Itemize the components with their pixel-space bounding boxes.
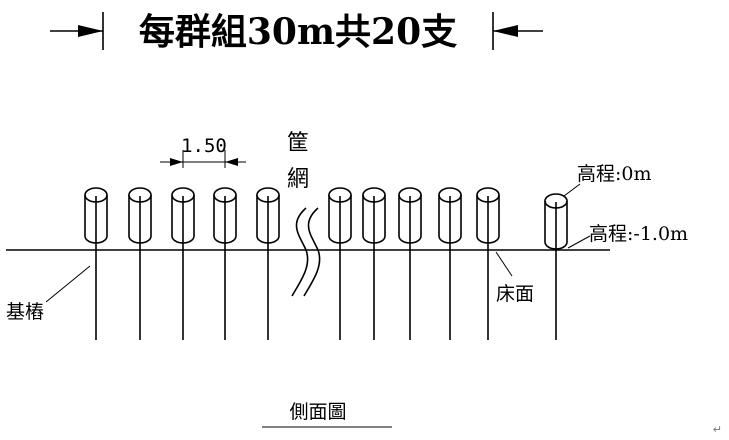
riverbed-label: 床面 xyxy=(496,283,534,305)
basket-label-2: 網 xyxy=(287,167,309,192)
break-line-left xyxy=(291,207,309,297)
pile-label: 基樁 xyxy=(6,301,44,323)
pile xyxy=(171,187,195,340)
diagram-title: 每群組30m共20支 xyxy=(139,11,457,53)
spacing-dimension: 1.50 xyxy=(160,135,246,168)
pile xyxy=(438,187,462,340)
elevation-top-label: 高程:0m xyxy=(577,163,652,185)
pile xyxy=(328,187,352,340)
pile xyxy=(544,193,568,340)
pile xyxy=(84,187,108,340)
diagram-caption: 側面圖 xyxy=(289,401,346,423)
spacing-label: 1.50 xyxy=(181,135,227,157)
title-dimension: 每群組30m共20支 xyxy=(50,11,543,53)
elevation-bottom-label: 高程:-1.0m xyxy=(589,223,688,245)
elevation-top-leader xyxy=(563,183,581,197)
pile-group xyxy=(84,187,568,340)
pile-leader xyxy=(45,265,91,303)
basket-label-1: 筐 xyxy=(287,131,309,156)
pile xyxy=(476,187,500,340)
pile xyxy=(213,187,237,340)
pile xyxy=(128,187,152,340)
paragraph-mark: ↵ xyxy=(713,423,722,436)
title-arrow-left-head xyxy=(78,25,103,37)
title-arrow-right-head xyxy=(493,25,518,37)
pile xyxy=(398,187,422,340)
pile xyxy=(362,187,386,340)
break-line-right xyxy=(303,207,321,297)
elevation-bottom-leader xyxy=(567,235,591,249)
riverbed-leader xyxy=(495,251,513,277)
pile xyxy=(256,187,280,340)
